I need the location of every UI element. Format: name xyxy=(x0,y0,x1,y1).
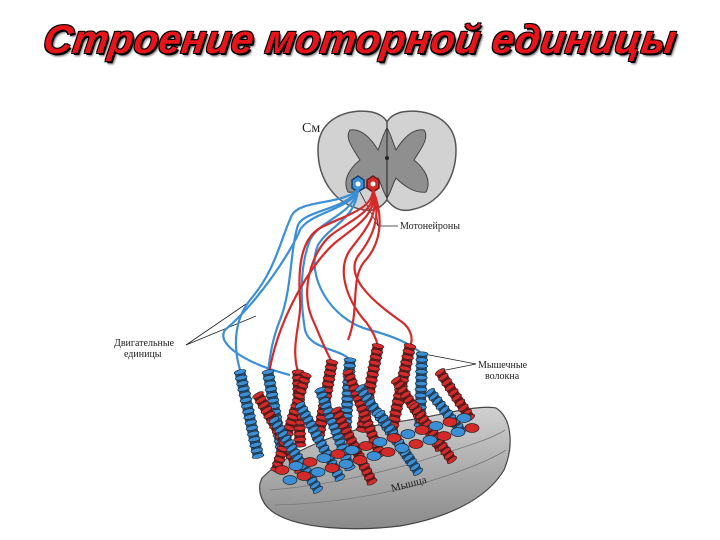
muscle-fiber xyxy=(434,368,476,422)
fiber-end xyxy=(316,453,332,463)
motoneuron-blue xyxy=(351,175,365,193)
muscle-fibers xyxy=(233,343,480,494)
motor-units-pointer xyxy=(185,303,257,346)
fiber-end xyxy=(436,431,452,441)
fiber-end xyxy=(422,435,438,445)
fiber-end xyxy=(282,475,298,485)
fiber-end xyxy=(394,443,410,453)
muscle-fiber xyxy=(233,369,265,459)
muscle-fibers-pointer xyxy=(423,353,477,373)
fiber-end xyxy=(408,439,424,449)
axon-blue xyxy=(234,189,359,371)
muscle-fibers-label-line2: волокна xyxy=(485,371,520,382)
motoneuron-red xyxy=(366,175,380,193)
fiber-end xyxy=(344,445,360,455)
axons xyxy=(222,189,421,381)
fiber-end xyxy=(428,421,444,431)
axon-blue xyxy=(266,189,359,373)
fiber-end xyxy=(464,423,480,433)
axon-red xyxy=(266,189,375,381)
axon-blue xyxy=(313,189,421,353)
motor-units-label-line1: Двигательные xyxy=(114,338,175,349)
muscle-fiber xyxy=(409,402,457,464)
axon-red xyxy=(306,189,375,363)
fiber-end xyxy=(358,441,374,451)
fiber-end xyxy=(400,429,416,439)
axon-red xyxy=(346,189,381,341)
axon-red xyxy=(353,189,413,347)
fiber-end xyxy=(442,417,458,427)
fiber-ends xyxy=(274,413,480,485)
fiber-end xyxy=(338,459,354,469)
fiber-end xyxy=(380,447,396,457)
muscle-fibers-label-line1: Мышечные xyxy=(478,360,528,371)
spinal-cord-section xyxy=(317,110,457,212)
motoneurons-label: Мотонейроны xyxy=(400,221,460,232)
axon-blue xyxy=(222,189,360,377)
fiber-end xyxy=(386,433,402,443)
fiber-end xyxy=(372,437,388,447)
motor-units-label-line2: единицы xyxy=(124,349,162,360)
fiber-end xyxy=(324,463,340,473)
fiber-end xyxy=(414,425,430,435)
fiber-end xyxy=(366,451,382,461)
axon-red xyxy=(342,189,380,347)
fiber-end xyxy=(302,457,318,467)
fiber-end xyxy=(310,467,326,477)
spinal-cord-label: См xyxy=(302,121,320,136)
fiber-end xyxy=(288,461,304,471)
fiber-end xyxy=(330,449,346,459)
fiber-end xyxy=(456,413,472,423)
fiber-end xyxy=(352,455,368,465)
fiber-end xyxy=(296,471,312,481)
axon-red xyxy=(294,189,375,373)
fiber-end xyxy=(274,465,290,475)
fiber-end xyxy=(450,427,466,437)
